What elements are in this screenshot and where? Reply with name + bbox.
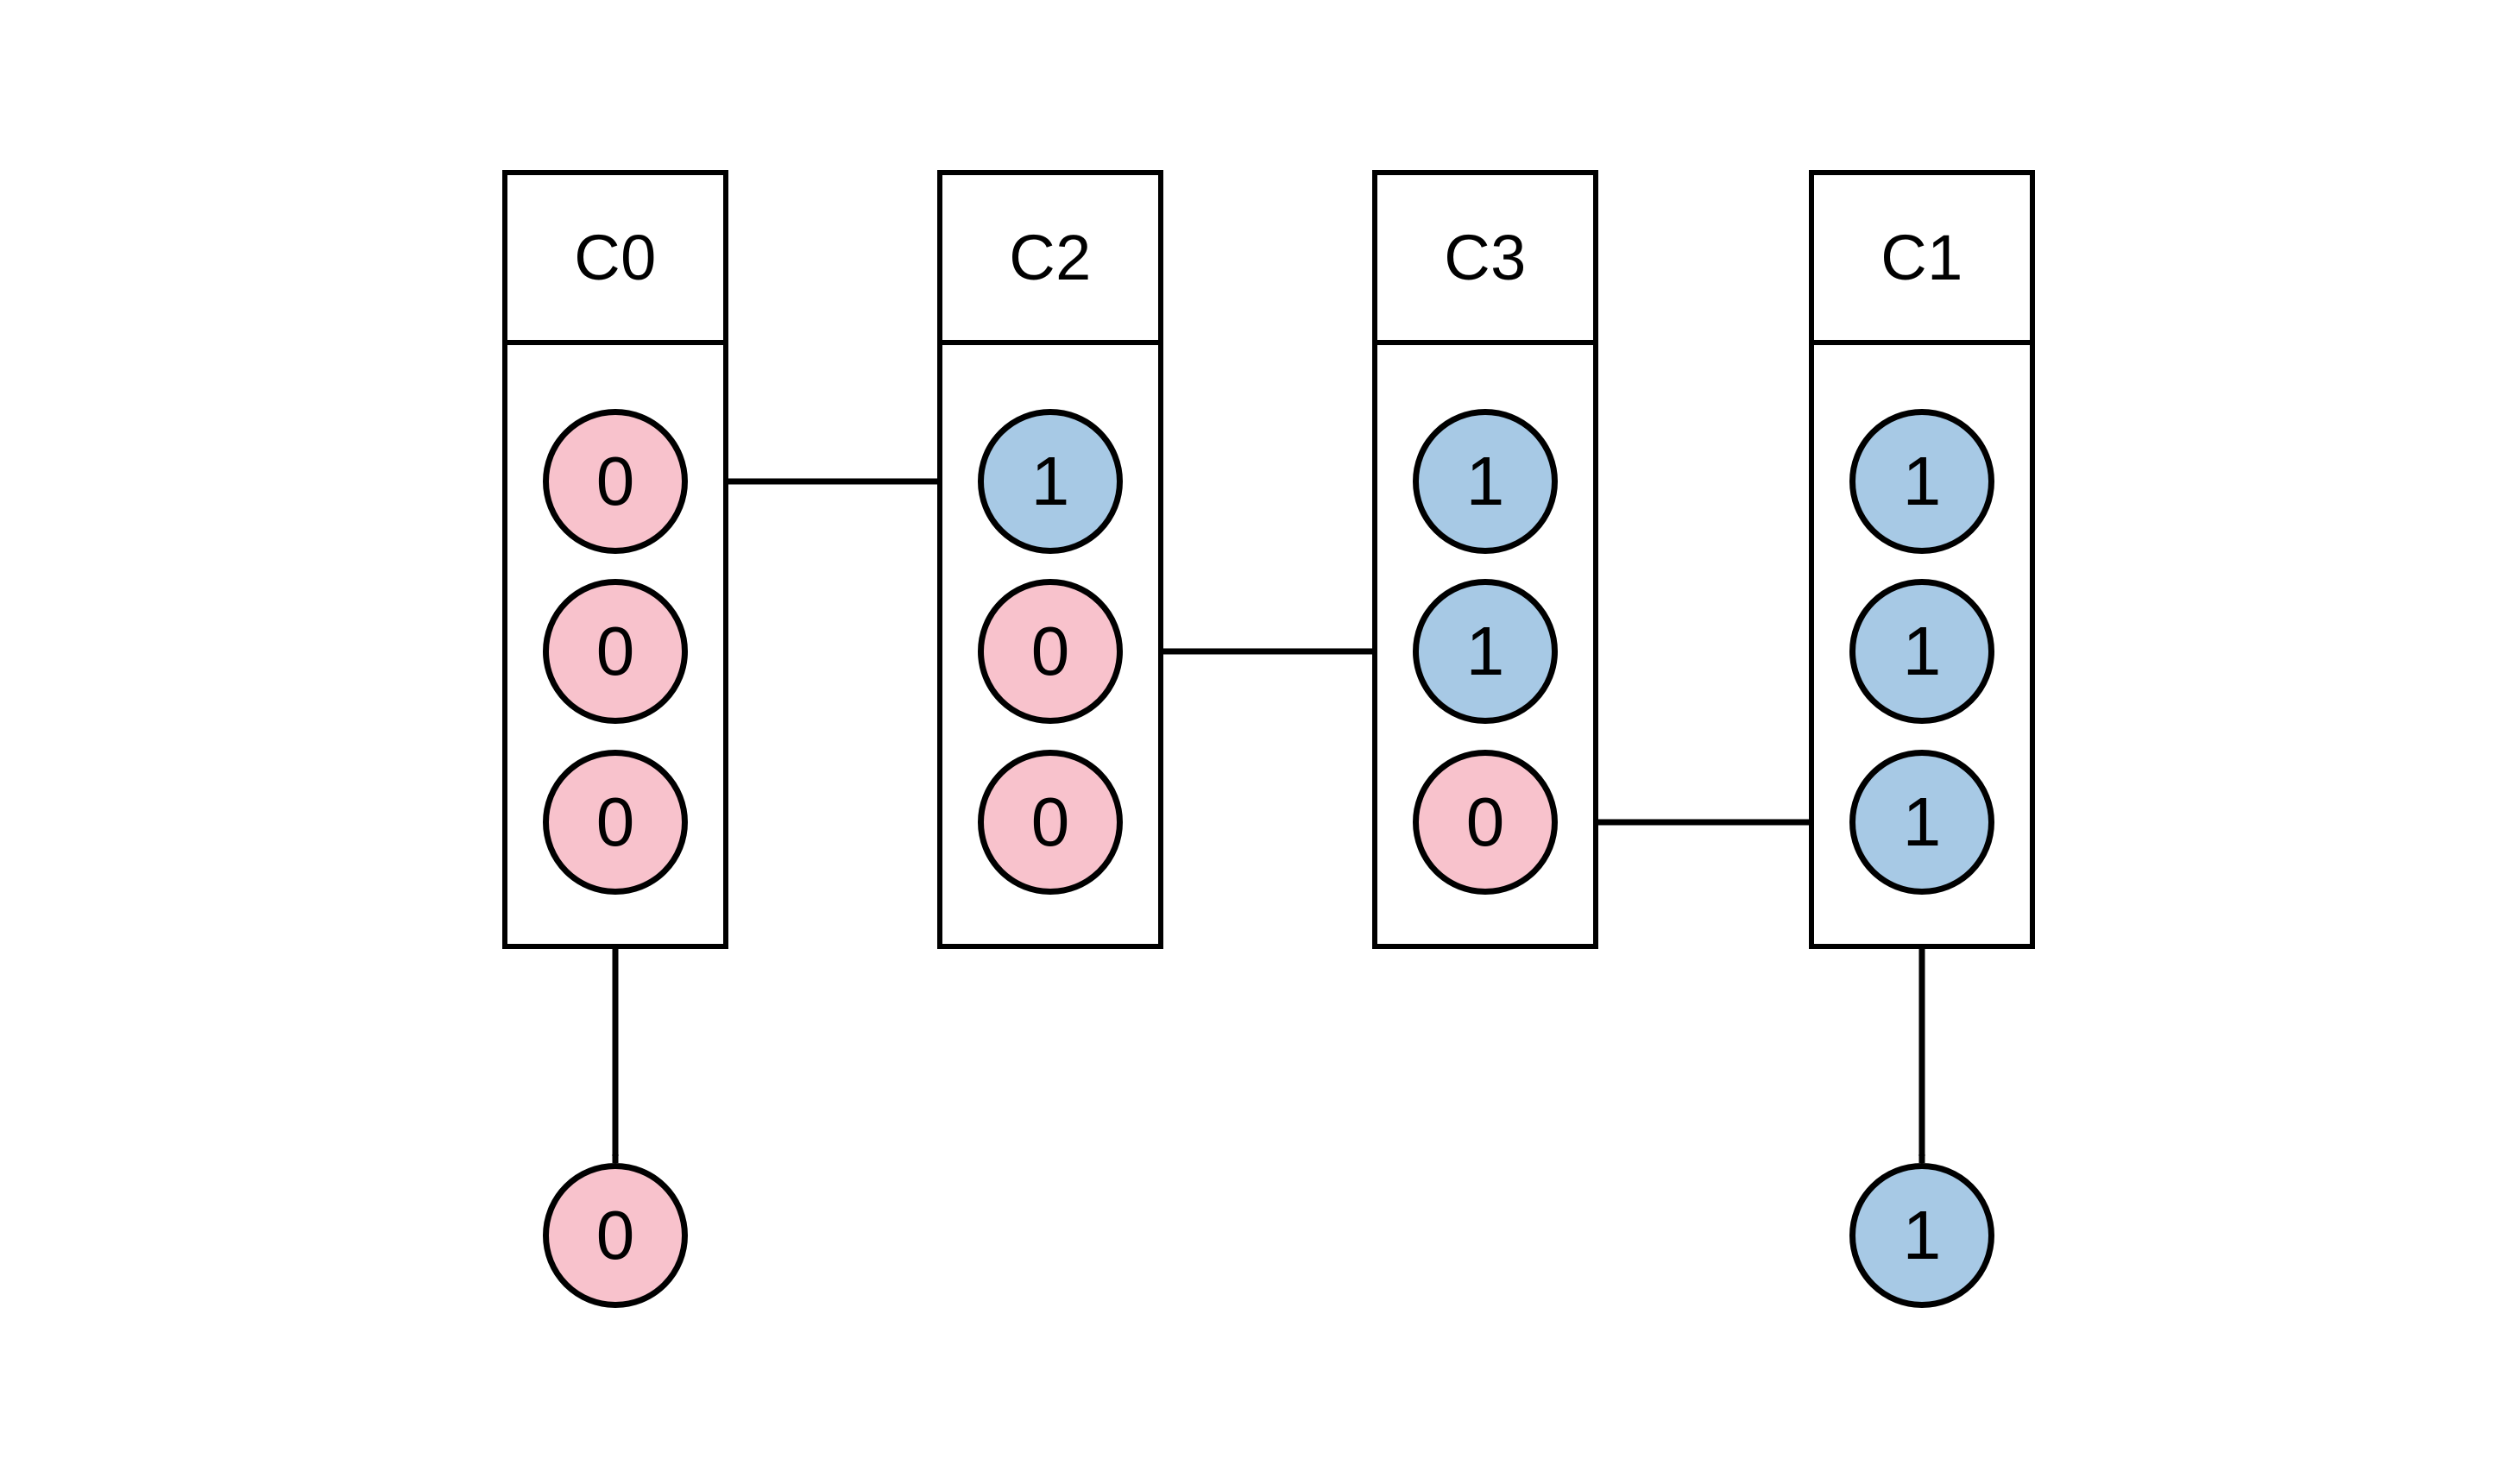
column-c3[interactable]: C3 <box>1372 170 1598 949</box>
node-c3-row0[interactable]: 1 <box>1413 409 1558 554</box>
node-c1-row2[interactable]: 1 <box>1849 750 1994 895</box>
node-c2-row0[interactable]: 1 <box>978 409 1123 554</box>
column-header-c1: C1 <box>1814 175 2030 345</box>
node-c0-row0[interactable]: 0 <box>543 409 688 554</box>
column-label-c2: C2 <box>1009 221 1092 293</box>
node-c1-row0[interactable]: 1 <box>1849 409 1994 554</box>
node-c3-row2[interactable]: 0 <box>1413 750 1558 895</box>
column-label-c0: C0 <box>574 221 657 293</box>
edge-group <box>612 478 1925 1164</box>
node-c0-row1[interactable]: 0 <box>543 579 688 724</box>
node-c3-row1[interactable]: 1 <box>1413 579 1558 724</box>
node-c2-row2[interactable]: 0 <box>978 750 1123 895</box>
node-free-one[interactable]: 1 <box>1849 1163 1994 1308</box>
node-free-zero[interactable]: 0 <box>543 1163 688 1308</box>
node-c2-row1[interactable]: 0 <box>978 579 1123 724</box>
node-c1-row1[interactable]: 1 <box>1849 579 1994 724</box>
column-header-c0: C0 <box>507 175 723 345</box>
column-label-c1: C1 <box>1881 221 1963 293</box>
column-header-c2: C2 <box>942 175 1158 345</box>
node-c0-row2[interactable]: 0 <box>543 750 688 895</box>
column-label-c3: C3 <box>1444 221 1527 293</box>
column-header-c3: C3 <box>1377 175 1593 345</box>
